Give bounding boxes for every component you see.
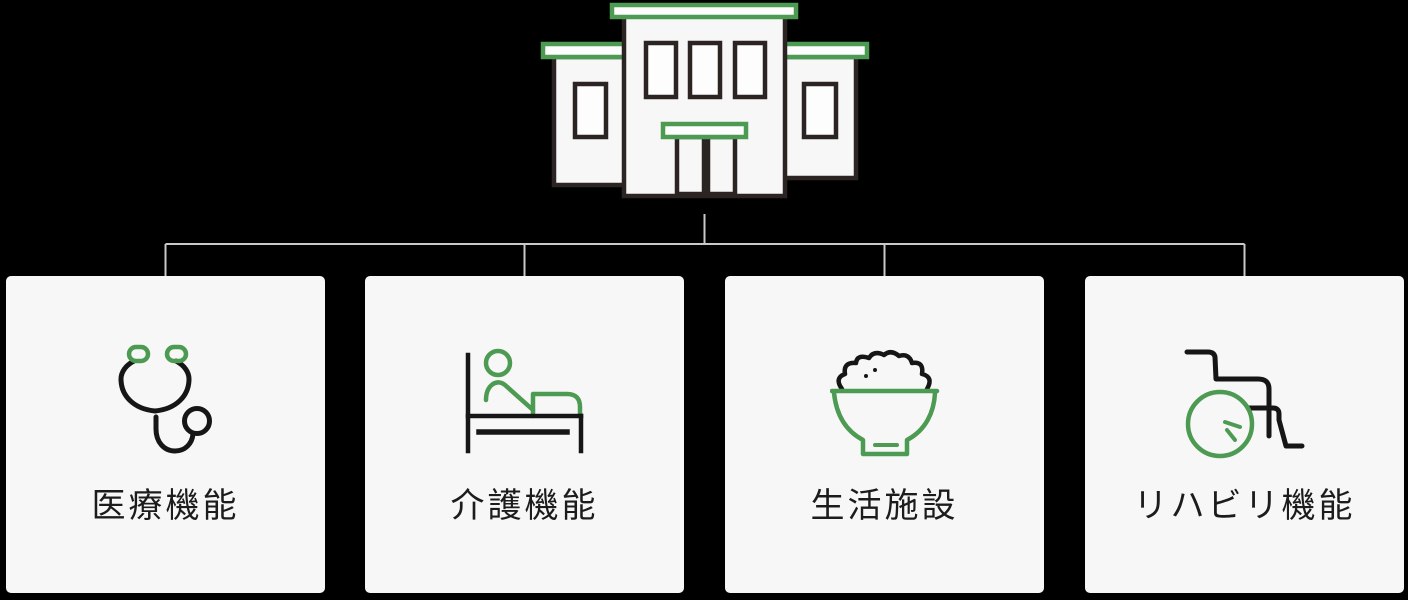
door — [705, 134, 738, 197]
right-wing-window — [801, 81, 839, 140]
left-wing-window — [572, 81, 609, 140]
card-label: 介護機能 — [450, 487, 599, 525]
org-chart-top — [164, 2, 1246, 277]
entrance-awning — [660, 121, 749, 140]
hospital-building-icon — [540, 2, 870, 199]
left-roof-bar — [540, 41, 629, 60]
top-roof-bar — [609, 2, 799, 20]
stethoscope-icon — [118, 342, 213, 462]
right-roof-bar — [781, 41, 870, 60]
card-label: 医療機能 — [91, 487, 240, 525]
nursing-bed-icon — [465, 342, 585, 462]
card-label: 生活施設 — [810, 487, 959, 525]
door — [674, 134, 707, 197]
card-medical: 医療機能 — [6, 276, 325, 593]
card-nursing: 介護機能 — [365, 276, 684, 593]
window — [687, 40, 723, 100]
window — [643, 40, 679, 100]
connector-lines — [164, 214, 1246, 277]
card-rehab: リハビリ機能 — [1085, 276, 1404, 593]
card-living: 生活施設 — [725, 276, 1044, 593]
window — [732, 40, 768, 100]
wheelchair-icon — [1184, 342, 1305, 462]
card-label: リハビリ機能 — [1133, 487, 1356, 525]
rice-bowl-icon — [829, 342, 940, 462]
